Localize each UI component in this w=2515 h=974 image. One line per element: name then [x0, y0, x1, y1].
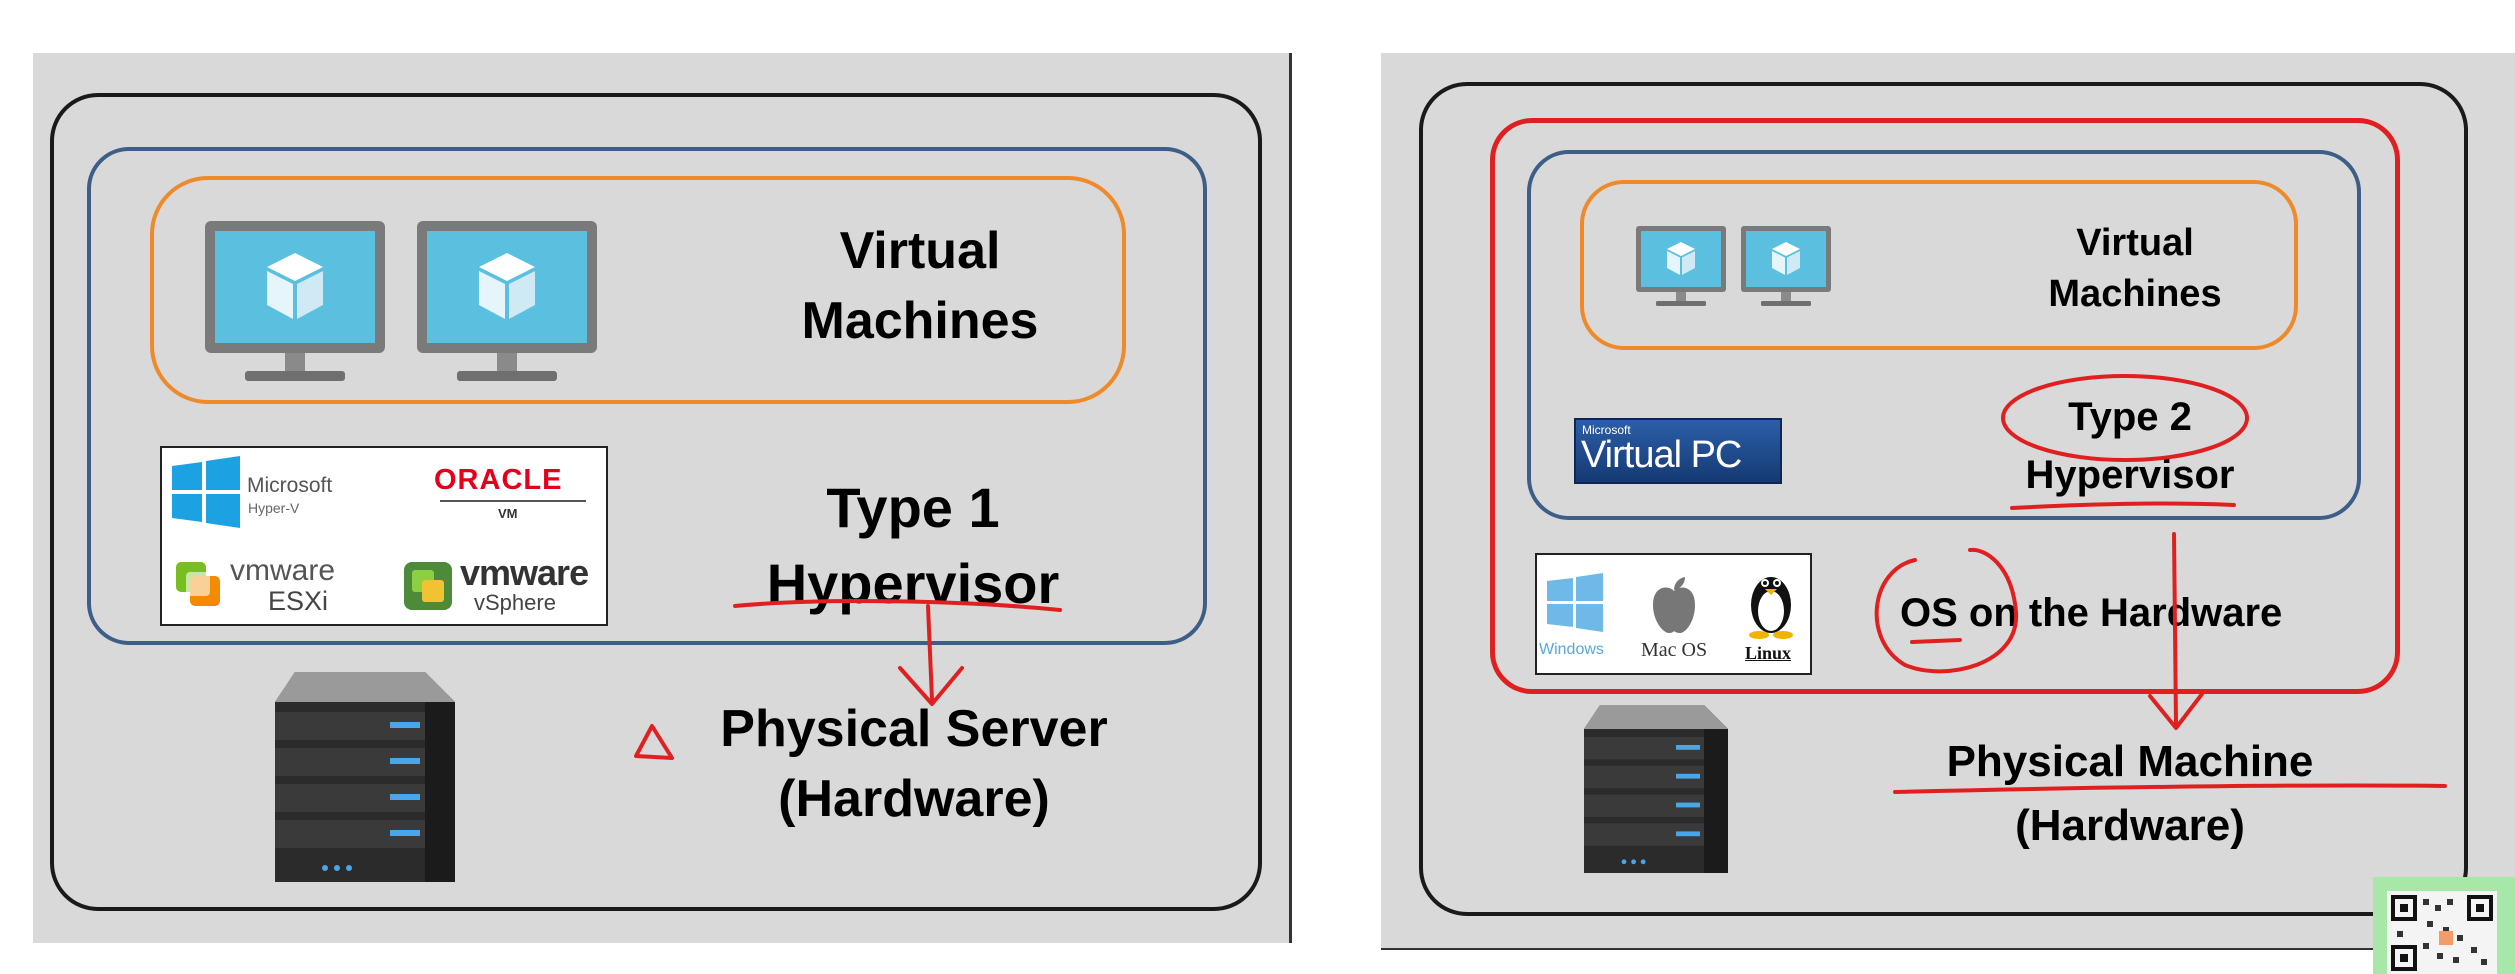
- macos-text: Mac OS: [1641, 639, 1708, 661]
- physical-server-boundary: [50, 93, 1262, 911]
- windows-logo-icon: [172, 456, 240, 528]
- microsoft-text: Microsoft: [247, 474, 333, 497]
- vmware-vsphere-logo-icon: [404, 562, 452, 610]
- physical-machine-boundary: [1419, 82, 2468, 916]
- qr-code-badge[interactable]: [2373, 877, 2515, 974]
- host-os-boundary: [1490, 118, 2400, 694]
- linux-tux-icon: [1749, 577, 1793, 639]
- oracle-text: ORACLE: [434, 464, 563, 496]
- type1-vendor-logos: Microsoft Hyper-V ORACLE VM vmware ESXi …: [160, 446, 608, 626]
- vmware-text-1: vmware: [230, 554, 336, 587]
- circle-os: [1874, 547, 2019, 674]
- underline-type1-hypervisor: [733, 599, 1062, 612]
- delta-mark: [634, 724, 674, 760]
- vmware-text-2: vmware: [460, 552, 589, 593]
- circle-type2: [2001, 374, 2249, 462]
- physical-server-label: Physical Server (Hardware): [720, 700, 1108, 829]
- windows-logo-icon: [1547, 573, 1603, 632]
- windows-text: Windows: [1539, 641, 1604, 658]
- underline-physical-machine: [1893, 783, 2447, 794]
- type1-hypervisor-boundary: [87, 147, 1207, 645]
- underline-os: [1910, 638, 1962, 644]
- vm-text: VM: [498, 506, 518, 521]
- esxi-text: ESXi: [268, 586, 329, 616]
- apple-logo-icon: [1653, 577, 1695, 633]
- underline-type2-hypervisor: [2010, 501, 2236, 510]
- virtual-pc-microsoft-text: Microsoft: [1582, 423, 1631, 437]
- host-os-logos: Windows Mac OS Linux: [1535, 553, 1812, 675]
- vsphere-text: vSphere: [474, 590, 556, 615]
- vmware-esxi-logo-icon: [176, 562, 220, 606]
- hyperv-text: Hyper-V: [248, 500, 300, 516]
- host-os-label: OS on the Hardware: [1900, 591, 2283, 635]
- virtual-machines-boundary-right: [1580, 180, 2298, 350]
- arrow-to-physical-server: [926, 604, 934, 702]
- qr-code-icon: [2387, 891, 2497, 974]
- virtual-pc-text: Virtual PC: [1581, 434, 1742, 476]
- vm-label: Virtual Machines: [801, 222, 1039, 351]
- virtual-pc-logo: Microsoft Virtual PC: [1574, 418, 1782, 484]
- type2-hypervisor-boundary: [1527, 150, 2361, 520]
- physical-machine-label: Physical Machine (Hardware): [1946, 737, 2314, 850]
- vm-label-right: Virtual Machines: [2048, 222, 2222, 316]
- arrow-to-physical-machine: [2172, 532, 2178, 726]
- virtual-machines-boundary: [150, 176, 1126, 404]
- linux-text: Linux: [1745, 643, 1792, 663]
